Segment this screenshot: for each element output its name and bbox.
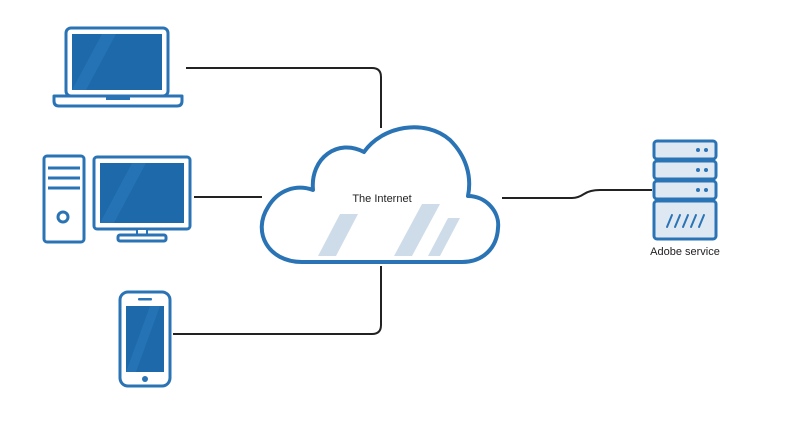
connector-phone-cloud <box>173 266 382 335</box>
cloud-shape <box>259 125 501 264</box>
desktop-tower-icon <box>42 154 86 244</box>
server-label: Adobe service <box>650 246 720 258</box>
server-icon: Adobe service <box>650 139 720 258</box>
connector-laptop-cloud <box>186 67 382 128</box>
cloud-label: The Internet <box>352 193 411 205</box>
connectors <box>173 67 652 335</box>
internet-cloud: The Internet <box>259 125 501 264</box>
connector-cloud-server <box>502 189 652 199</box>
smartphone-icon <box>118 290 172 388</box>
laptop-icon <box>52 26 184 108</box>
cloud-glass-highlights <box>318 204 460 256</box>
desktop-monitor-icon <box>92 155 192 243</box>
